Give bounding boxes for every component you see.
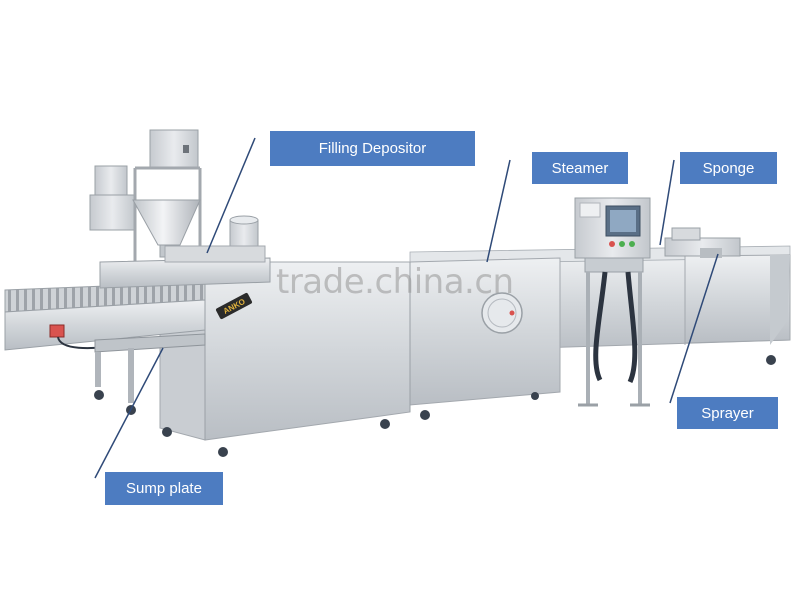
sponge-unit: [664, 227, 741, 258]
steamer-port: [481, 292, 523, 334]
leader-line-filling: [206, 137, 256, 254]
filling-depositor: [89, 129, 271, 289]
leader-line-sprayer: [669, 253, 719, 404]
control-panel: [574, 197, 651, 407]
watermark-text: trade.china.cn: [276, 262, 514, 302]
leader-line-sponge: [659, 159, 675, 246]
leader-line-sump: [94, 347, 164, 479]
label-sump-plate: Sump plate: [105, 472, 223, 505]
label-filling-depositor: Filling Depositor: [270, 131, 475, 166]
leader-line-steamer: [486, 159, 511, 263]
label-sponge: Sponge: [680, 152, 777, 184]
roller-conveyor: [4, 281, 206, 351]
label-sprayer: Sprayer: [677, 397, 778, 429]
label-steamer: Steamer: [532, 152, 628, 184]
sump-plate: [94, 333, 206, 403]
leader-lines: [94, 137, 719, 479]
